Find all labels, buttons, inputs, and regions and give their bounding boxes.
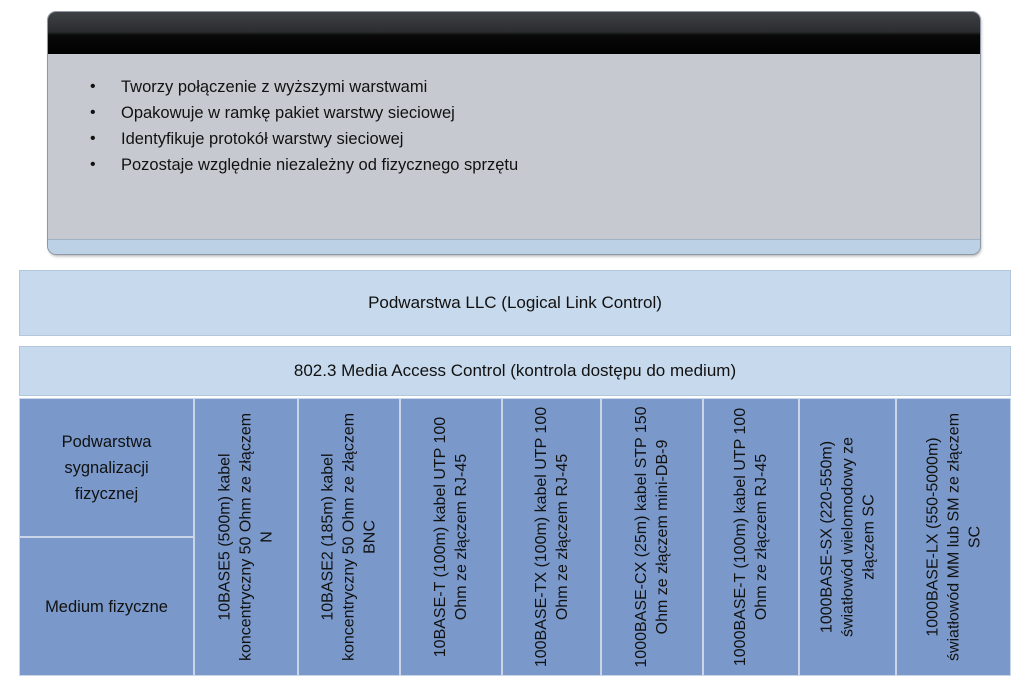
callout-box: Tworzy połączenie z wyższymi warstwami O…	[48, 12, 980, 254]
standard-label: 100BASE-TX (100m) kabel UTP 100 Ohm ze z…	[532, 406, 571, 668]
llc-sublayer-label: Podwarstwa LLC (Logical Link Control)	[368, 293, 662, 312]
standard-column-1000base-t: 1000BASE-T (100m) kabel UTP 100 Ohm ze z…	[703, 398, 799, 676]
physical-medium-label: Medium fizyczne	[45, 597, 168, 616]
standard-column-1000base-lx: 1000BASE-LX (550-5000m) światłowód MM lu…	[896, 398, 1011, 676]
bullet-item: Pozostaje względnie niezależny od fizycz…	[90, 152, 518, 178]
standard-column-10base5: 10BASE5 (500m) kabel koncentryczny 50 Oh…	[194, 398, 298, 676]
standard-label: 1000BASE-LX (550-5000m) światłowód MM lu…	[924, 412, 983, 662]
standard-column-10base2: 10BASE2 (185m) kabel koncentryczny 50 Oh…	[298, 398, 400, 676]
mac-sublayer-band: 802.3 Media Access Control (kontrola dos…	[19, 346, 1011, 396]
physical-layer-grid: Podwarstwa sygnalizacji fizycznej Medium…	[19, 398, 1011, 676]
bullet-item: Identyfikuje protokół warstwy sieciowej	[90, 126, 518, 152]
physical-signaling-label: Podwarstwa sygnalizacji fizycznej	[61, 432, 152, 503]
standard-column-100base-tx: 100BASE-TX (100m) kabel UTP 100 Ohm ze z…	[502, 398, 601, 676]
standard-column-1000base-cx: 1000BASE-CX (25m) kabel STP 150 Ohm ze z…	[601, 398, 703, 676]
bullet-item: Tworzy połączenie z wyższymi warstwami	[90, 74, 518, 100]
llc-function-list: Tworzy połączenie z wyższymi warstwami O…	[90, 74, 518, 178]
bullet-item: Opakowuje w ramkę pakiet warstwy sieciow…	[90, 100, 518, 126]
llc-sublayer-band: Podwarstwa LLC (Logical Link Control)	[19, 270, 1011, 336]
standard-label: 1000BASE-T (100m) kabel UTP 100 Ohm ze z…	[732, 407, 770, 667]
physical-medium-cell: Medium fizyczne	[19, 537, 194, 676]
callout-footer	[48, 239, 980, 254]
standard-label: 1000BASE-CX (25m) kabel STP 150 Ohm ze z…	[633, 406, 671, 668]
mac-sublayer-label: 802.3 Media Access Control (kontrola dos…	[293, 361, 737, 380]
physical-signaling-cell: Podwarstwa sygnalizacji fizycznej	[19, 398, 194, 537]
callout-header	[48, 12, 980, 54]
standard-label: 10BASE2 (185m) kabel koncentryczny 50 Oh…	[319, 412, 379, 662]
standard-label: 10BASE5 (500m) kabel koncentryczny 50 Oh…	[216, 412, 276, 662]
standard-label: 10BASE-T (100m) kabel UTP 100 Ohm ze złą…	[432, 416, 470, 658]
standard-label: 1000BASE-SX (220-550m) światłowód wielom…	[818, 436, 877, 638]
standard-column-1000base-sx: 1000BASE-SX (220-550m) światłowód wielom…	[799, 398, 896, 676]
standard-column-10base-t: 10BASE-T (100m) kabel UTP 100 Ohm ze złą…	[400, 398, 502, 676]
